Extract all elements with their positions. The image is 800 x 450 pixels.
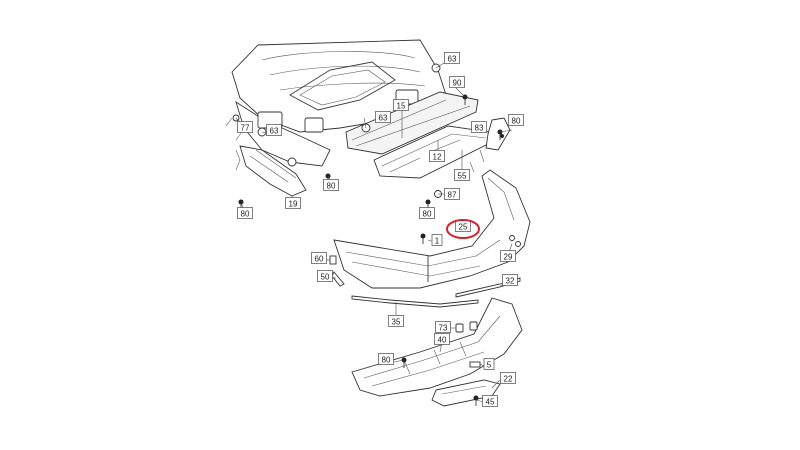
callout-box	[454, 169, 470, 181]
diffuser	[351, 297, 523, 397]
callout-number: 15	[397, 102, 406, 111]
callout-number: 77	[241, 124, 250, 133]
callout-box	[378, 353, 394, 365]
callout-35: 35	[388, 315, 404, 327]
callout-box	[444, 52, 460, 64]
callout-box	[323, 179, 339, 191]
callout-number: 22	[504, 375, 513, 384]
callout-box	[429, 150, 445, 162]
callout-box	[471, 121, 487, 133]
callout-80: 80	[378, 353, 394, 365]
callout-box	[388, 315, 404, 327]
callout-29: 29	[500, 250, 516, 262]
callout-63: 63	[375, 111, 391, 123]
callout-32: 32	[502, 274, 518, 286]
callout-box	[449, 76, 465, 88]
callout-50: 50	[317, 270, 333, 282]
callout-box	[393, 99, 409, 111]
callout-5: 5	[483, 358, 495, 370]
callout-number: 83	[475, 124, 484, 133]
car-body-outline	[225, 39, 447, 167]
callout-number: 73	[439, 324, 448, 333]
callout-labels: 63 90 15 63 83 80 77 63 12 55 87 80 80 19 80 25 1 60 29 50 3…	[237, 52, 524, 407]
callout-number: 80	[512, 117, 521, 126]
callout-box	[375, 111, 391, 123]
callout-80: 80	[508, 114, 524, 126]
callout-15: 15	[393, 99, 409, 111]
callout-box	[237, 121, 253, 133]
callout-77: 77	[237, 121, 253, 133]
callout-number: 80	[423, 210, 432, 219]
callout-number: 40	[438, 336, 447, 345]
callout-12: 12	[429, 150, 445, 162]
callout-number: 32	[506, 277, 515, 286]
callout-box	[317, 270, 333, 282]
callout-80: 80	[419, 207, 435, 219]
callout-55: 55	[454, 169, 470, 181]
callout-number: 63	[379, 114, 388, 123]
callout-25: 25	[455, 220, 471, 232]
callout-60: 60	[311, 252, 327, 264]
callout-box	[311, 252, 327, 264]
callout-box	[285, 197, 301, 209]
callout-number: 25	[459, 223, 468, 232]
highlight-circle	[446, 219, 480, 239]
callout-number: 35	[392, 318, 401, 327]
callout-22: 22	[500, 372, 516, 384]
callout-number: 29	[504, 253, 513, 262]
callout-83: 83	[471, 121, 487, 133]
callout-45: 45	[482, 395, 498, 407]
callout-1: 1	[431, 234, 443, 246]
callout-80: 80	[237, 207, 253, 219]
callout-box	[444, 188, 460, 200]
callout-90: 90	[449, 76, 465, 88]
callout-number: 50	[321, 273, 330, 282]
callout-number: 19	[289, 200, 298, 209]
callout-box	[482, 395, 498, 407]
callout-80: 80	[323, 179, 339, 191]
callout-box	[431, 234, 443, 246]
callout-63: 63	[444, 52, 460, 64]
callout-number: 80	[327, 182, 336, 191]
callout-box	[500, 372, 516, 384]
callout-box	[500, 250, 516, 262]
left-bracket	[235, 145, 307, 197]
callout-number: 55	[458, 172, 467, 181]
callout-number: 1	[435, 237, 440, 246]
right-bracket	[469, 117, 511, 173]
callout-number: 5	[487, 361, 492, 370]
callout-box	[435, 321, 451, 333]
callout-73: 73	[435, 321, 451, 333]
callout-number: 87	[448, 191, 457, 200]
callout-box	[419, 207, 435, 219]
callout-box	[508, 114, 524, 126]
callout-box	[502, 274, 518, 286]
callout-box	[237, 207, 253, 219]
callout-box	[434, 333, 450, 345]
callout-number: 45	[486, 398, 495, 407]
callout-number: 80	[241, 210, 250, 219]
trim-strips	[351, 277, 521, 308]
callout-number: 12	[433, 153, 442, 162]
callout-number: 80	[382, 356, 391, 365]
bumper-cover	[333, 169, 531, 289]
callout-box	[266, 124, 282, 136]
callout-40: 40	[434, 333, 450, 345]
callout-number: 90	[453, 79, 462, 88]
callout-87: 87	[444, 188, 460, 200]
callout-19: 19	[285, 197, 301, 209]
callout-number: 63	[270, 127, 279, 136]
callout-box	[483, 358, 495, 370]
callout-63: 63	[266, 124, 282, 136]
callout-number: 60	[315, 255, 324, 264]
callout-number: 63	[448, 55, 457, 64]
